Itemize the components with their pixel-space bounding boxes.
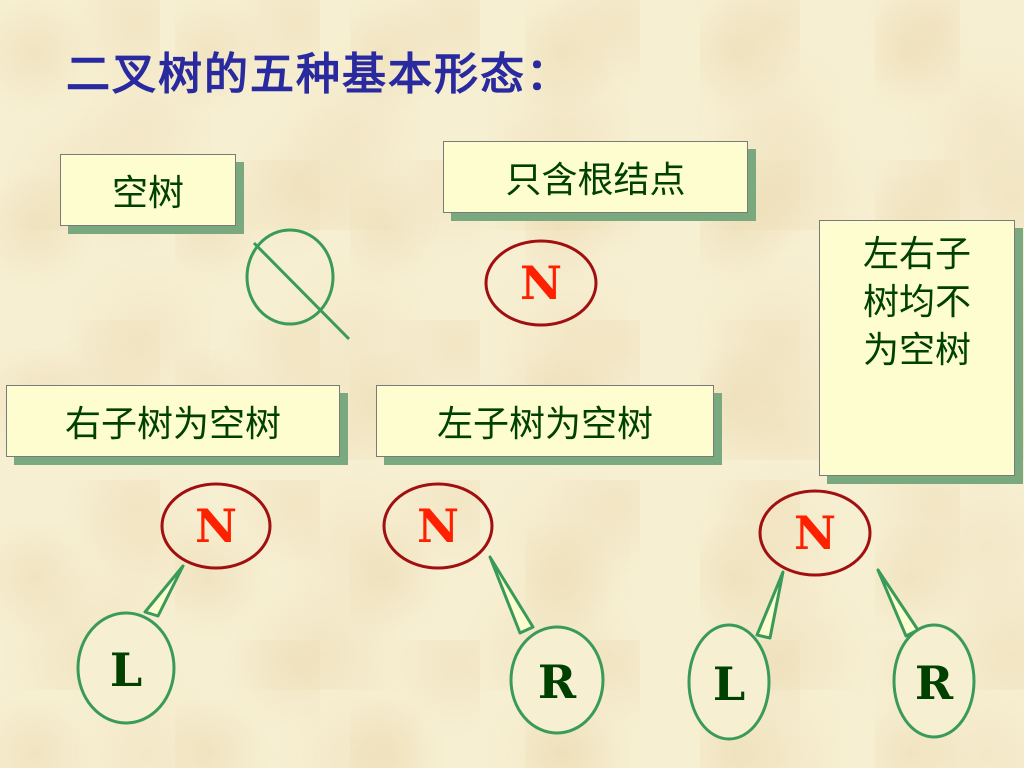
label-right-empty-text: 右子树为空树	[64, 404, 281, 445]
tree-left-child-only: N L	[76, 482, 272, 725]
label-right-empty: 右子树为空树	[6, 385, 340, 457]
label-root-only-text: 只含根结点	[505, 160, 686, 201]
tree-both-children: N L R	[687, 489, 976, 741]
label-both-nonempty: 左右子 树均不 为空树	[819, 220, 1015, 476]
right-child-node	[509, 625, 605, 735]
label-both-nonempty-line3: 为空树	[862, 330, 971, 371]
left-child-label: L	[713, 657, 745, 711]
tree-root-only: N	[484, 239, 598, 327]
root-node	[758, 489, 872, 577]
right-edge	[488, 555, 535, 635]
label-empty-tree-text: 空树	[111, 173, 184, 214]
root-node-label: N	[794, 506, 836, 560]
right-child-label: R	[538, 655, 577, 709]
root-node-label: N	[417, 499, 459, 553]
left-child-node	[687, 623, 771, 741]
left-child-node	[76, 611, 176, 725]
right-child-label: R	[915, 656, 954, 710]
label-both-nonempty-line2: 树均不	[862, 282, 971, 323]
left-edge	[143, 564, 185, 618]
left-edge	[755, 570, 785, 640]
label-empty-tree: 空树	[60, 154, 236, 226]
root-node-label: N	[195, 499, 237, 553]
label-left-empty: 左子树为空树	[376, 385, 714, 457]
label-both-nonempty-line1: 左右子	[862, 234, 971, 275]
empty-tree-icon	[245, 228, 351, 341]
root-node	[382, 482, 494, 570]
root-node	[160, 482, 272, 570]
tree-right-child-only: N R	[382, 482, 605, 735]
label-left-empty-text: 左子树为空树	[436, 404, 653, 445]
right-child-node	[892, 623, 976, 739]
root-node-label: N	[520, 256, 562, 310]
slide-title: 二叉树的五种基本形态：	[66, 49, 572, 100]
label-root-only: 只含根结点	[443, 141, 748, 213]
root-node	[484, 239, 598, 327]
right-edge	[876, 568, 920, 638]
left-child-label: L	[110, 643, 142, 697]
